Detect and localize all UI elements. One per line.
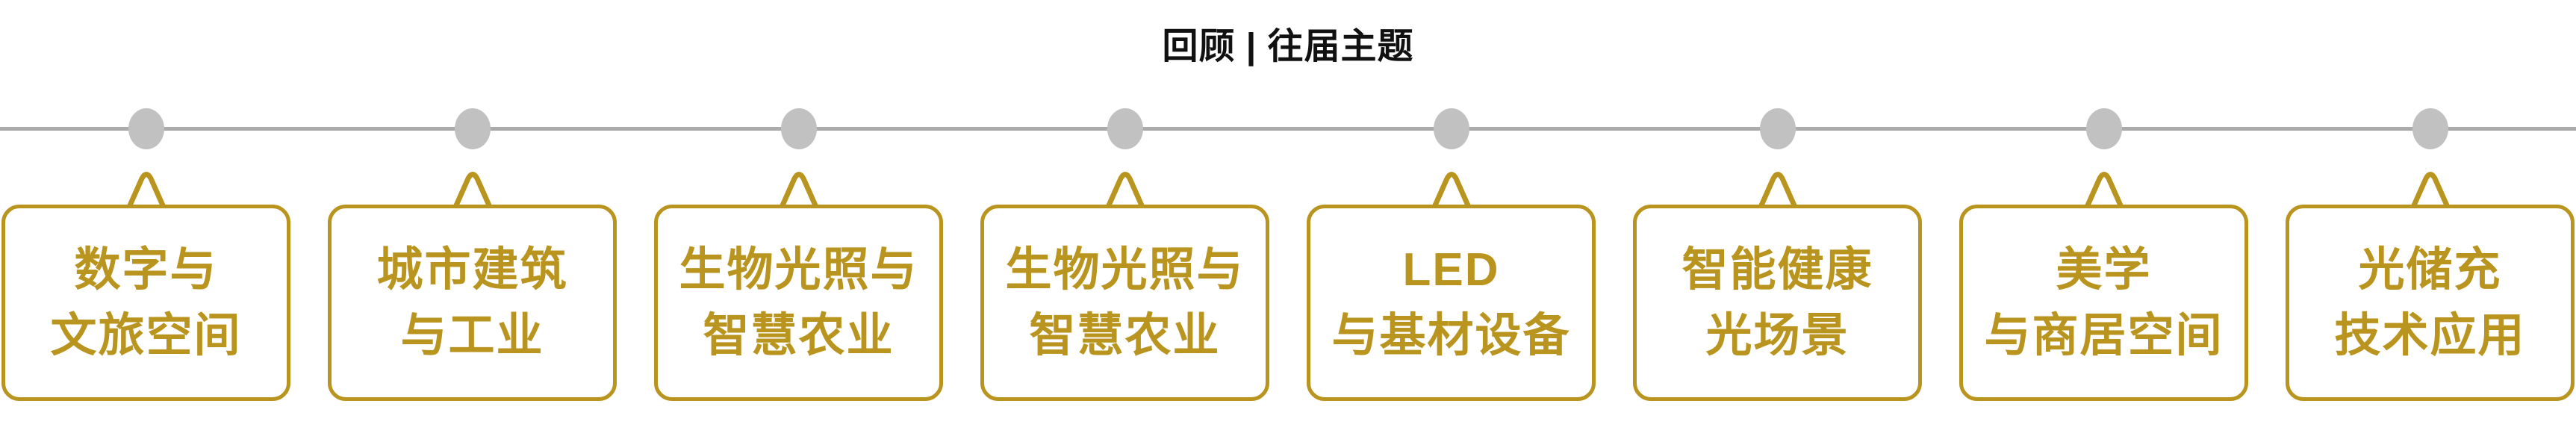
theme-card-line1: 美学 [2056, 243, 2152, 296]
timeline-dot [128, 108, 164, 149]
theme-card-line1: 生物光照与 [679, 243, 918, 296]
caret-up-icon [1432, 172, 1470, 205]
theme-card: 光储充 技术应用 [2286, 205, 2575, 401]
caret-up-icon [2085, 172, 2123, 205]
timeline-item: 美学 与商居空间 [1959, 108, 2248, 401]
theme-card-line1: 城市建筑 [376, 243, 568, 296]
section-title: 回顾 | 往届主题 [1162, 27, 1414, 66]
timeline-item: 生物光照与 智慧农业 [654, 108, 943, 401]
theme-card-line2: 与工业 [400, 309, 544, 361]
caret-up-icon [1758, 172, 1796, 205]
theme-card: LED 与基材设备 [1307, 205, 1596, 401]
timeline-dot [454, 108, 491, 149]
timeline-item: LED 与基材设备 [1307, 108, 1596, 401]
theme-card-line2: 光场景 [1705, 309, 1849, 361]
timeline-dot [2085, 108, 2122, 149]
timeline-dot [1759, 108, 1796, 149]
caret-up-icon [127, 172, 165, 205]
theme-card: 智能健康 光场景 [1633, 205, 1922, 401]
timeline-dot [2412, 108, 2448, 149]
timeline-item: 数字与 文旅空间 [1, 108, 290, 401]
theme-card-line2: 技术应用 [2334, 309, 2526, 361]
timeline-item: 智能健康 光场景 [1633, 108, 1922, 401]
timeline-item: 城市建筑 与工业 [328, 108, 617, 401]
timeline-item: 光储充 技术应用 [2286, 108, 2575, 401]
theme-card-line2: 智慧农业 [1029, 309, 1221, 361]
theme-card: 数字与 文旅空间 [1, 205, 290, 401]
caret-up-icon [2411, 172, 2449, 205]
theme-card-line2: 与基材设备 [1331, 309, 1571, 361]
theme-card: 城市建筑 与工业 [328, 205, 617, 401]
timeline-cards-row: 数字与 文旅空间 城市建筑 与工业 生物光照与 智慧农业 生物光照与 智慧农业 [1, 108, 2575, 401]
timeline-dot [780, 108, 817, 149]
theme-card: 美学 与商居空间 [1959, 205, 2248, 401]
theme-card-line2: 智慧农业 [703, 309, 895, 361]
theme-card: 生物光照与 智慧农业 [654, 205, 943, 401]
timeline-dot [1433, 108, 1469, 149]
theme-card-line1: LED [1402, 243, 1500, 296]
caret-up-icon [453, 172, 491, 205]
theme-card-line2: 文旅空间 [50, 309, 242, 361]
theme-card-line1: 光储充 [2358, 243, 2502, 296]
theme-card-line2: 与商居空间 [1984, 309, 2224, 361]
timeline-item: 生物光照与 智慧农业 [980, 108, 1269, 401]
theme-card: 生物光照与 智慧农业 [980, 205, 1269, 401]
theme-card-line1: 数字与 [74, 243, 218, 296]
theme-card-line1: 生物光照与 [1005, 243, 1245, 296]
timeline-dot [1107, 108, 1143, 149]
caret-up-icon [780, 172, 818, 205]
timeline-line [0, 127, 2576, 131]
caret-up-icon [1106, 172, 1144, 205]
theme-card-line1: 智能健康 [1681, 243, 1873, 296]
